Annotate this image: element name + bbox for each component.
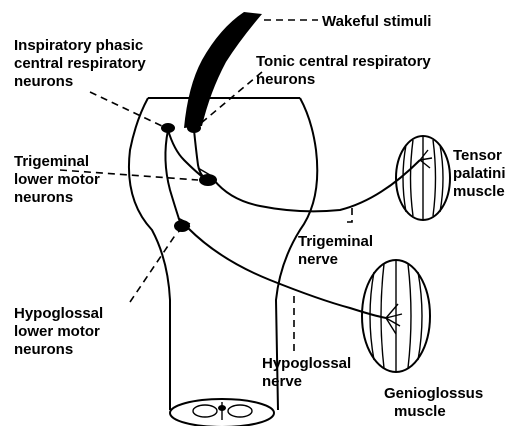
svg-text:lower motor: lower motor [14, 323, 100, 340]
label-hypoglossal-nerve: Hypoglossal nerve [262, 355, 351, 390]
svg-text:muscle: muscle [453, 183, 505, 200]
svg-text:Genioglossus: Genioglossus [384, 385, 483, 402]
svg-text:Inspiratory phasic: Inspiratory phasic [14, 37, 143, 54]
svg-text:Tonic central respiratory: Tonic central respiratory [256, 53, 431, 70]
svg-text:nerve: nerve [262, 373, 302, 390]
svg-text:Trigeminal: Trigeminal [298, 233, 373, 250]
svg-text:Hypoglossal: Hypoglossal [262, 355, 351, 372]
label-inspiratory-phasic: Inspiratory phasic central respiratory n… [14, 37, 146, 90]
svg-text:neurons: neurons [14, 73, 73, 90]
wakeful-stimuli-pathway [184, 12, 262, 128]
svg-text:nerve: nerve [298, 251, 338, 268]
svg-text:lower motor: lower motor [14, 171, 100, 188]
label-tonic-neurons: Tonic central respiratory neurons [256, 53, 431, 88]
label-trigeminal-lmn: Trigeminal lower motor neurons [14, 153, 100, 206]
svg-text:muscle: muscle [394, 403, 446, 420]
svg-text:neurons: neurons [256, 71, 315, 88]
label-wakeful-stimuli: Wakeful stimuli [322, 13, 431, 30]
svg-text:palatini: palatini [453, 165, 506, 182]
svg-text:Tensor: Tensor [453, 147, 502, 164]
svg-text:neurons: neurons [14, 341, 73, 358]
label-hypoglossal-lmn: Hypoglossal lower motor neurons [14, 305, 103, 358]
tensor-palatini-muscle [396, 136, 450, 220]
svg-text:Hypoglossal: Hypoglossal [14, 305, 103, 322]
svg-text:central respiratory: central respiratory [14, 55, 146, 72]
label-tensor-palatini: Tensor palatini muscle [453, 147, 506, 200]
spinal-cord-section [170, 399, 274, 426]
svg-text:neurons: neurons [14, 189, 73, 206]
leader-trigeminal-nerve [344, 208, 352, 222]
genioglossus-muscle [362, 260, 430, 372]
label-genioglossus: Genioglossus muscle [384, 385, 483, 420]
label-trigeminal-nerve: Trigeminal nerve [298, 233, 373, 268]
svg-text:Trigeminal: Trigeminal [14, 153, 89, 170]
